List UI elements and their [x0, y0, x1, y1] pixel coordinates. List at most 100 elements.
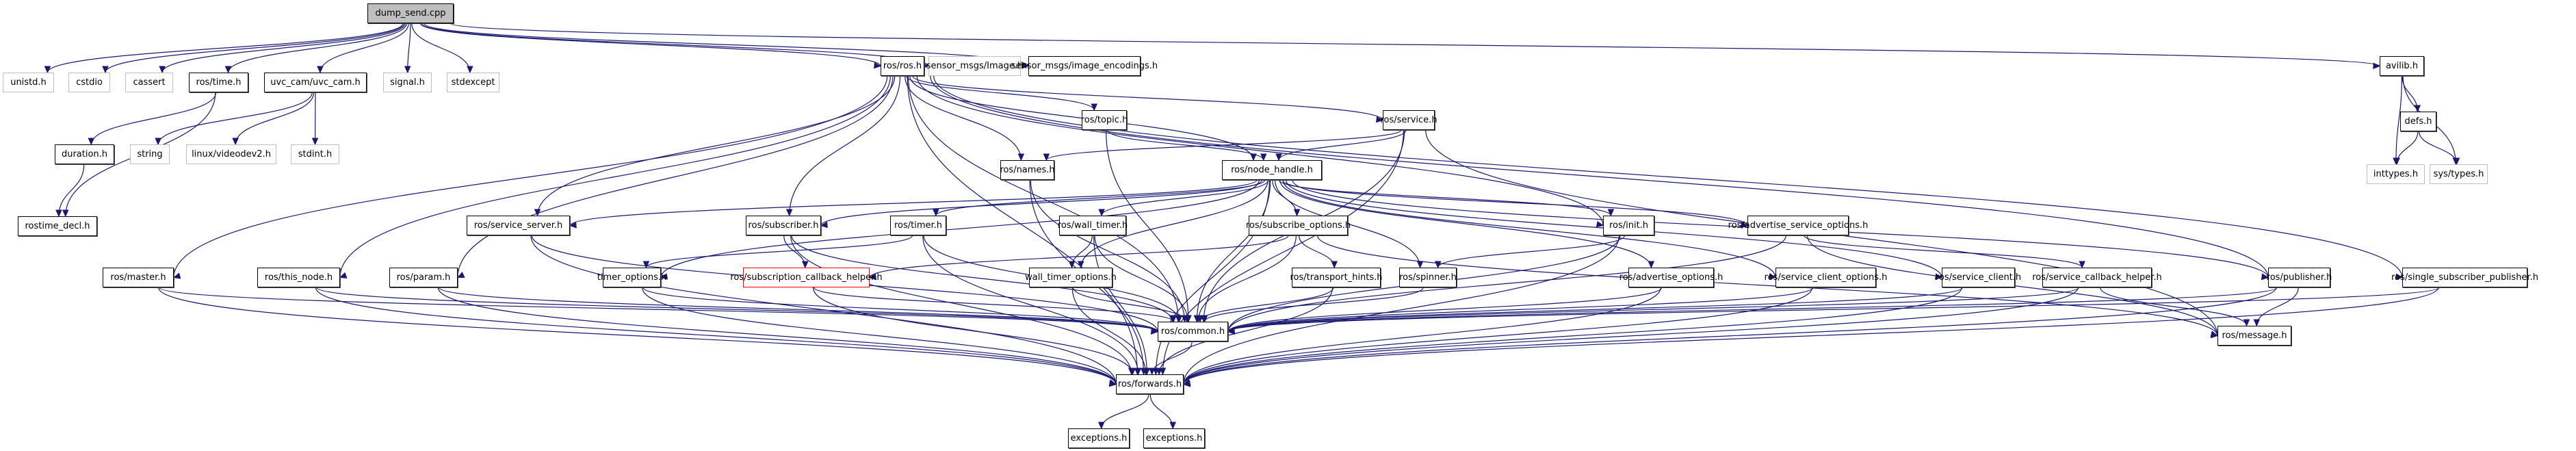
node-single-sub-pub[interactable]: ros/single_subscriber_publisher.h [2391, 268, 2538, 287]
node-exceptions1[interactable]: exceptions.h [1068, 428, 1130, 448]
node-spinner[interactable]: ros/spinner.h [1399, 268, 1457, 287]
edge-publisher-to-common [1227, 287, 2278, 333]
node-rostime-decl[interactable]: rostime_decl.h [18, 216, 97, 236]
edge-ros_ros-to-master [173, 75, 888, 278]
node-cstdio: cstdio [68, 73, 110, 92]
arrowhead [1017, 153, 1025, 162]
arrowhead [868, 273, 876, 281]
edge-ros_ros-to-param [457, 75, 894, 278]
edge-subscribe_options-to-common [1197, 235, 1297, 322]
node-label: ros/single_subscriber_publisher.h [2391, 272, 2538, 283]
arrowhead [1097, 422, 1105, 430]
node-publisher[interactable]: ros/publisher.h [2267, 268, 2332, 287]
arrowhead [55, 209, 62, 218]
node-ros-service[interactable]: ros/service.h [1380, 110, 1437, 130]
node-label: ros/this_node.h [264, 272, 333, 283]
edge-master-to-common [159, 287, 1158, 333]
arrowhead [404, 66, 411, 74]
arrowhead [1596, 220, 1604, 228]
arrowhead [1275, 153, 1282, 162]
edge-wall_timer-to-forwards [1093, 235, 1147, 375]
edge-wall_timer_options-to-forwards [1071, 287, 1147, 375]
node-forwards[interactable]: ros/forwards.h [1116, 374, 1184, 394]
arrowhead [339, 272, 348, 279]
node-ros-ros[interactable]: ros/ros.h [881, 56, 924, 76]
node-label: sensor_msgs/Image.h [926, 61, 1024, 71]
arrowhead [1182, 381, 1191, 387]
edge-node_handle-to-service_server [569, 179, 1258, 227]
node-timer[interactable]: ros/timer.h [890, 216, 946, 235]
edge-uvc_cam-to-string [157, 92, 313, 145]
node-label: unistd.h [10, 77, 47, 88]
arrowhead [317, 66, 324, 74]
node-avilib[interactable]: avilib.h [2380, 56, 2424, 76]
edge-advertise_options-to-common [1227, 287, 1663, 332]
edge-dump_send-to-stdexcept [411, 23, 471, 73]
edge-dump_send-to-avilib [450, 23, 2380, 67]
node-label: ros/wall_timer.h [1057, 220, 1128, 231]
node-wall-timer[interactable]: ros/wall_timer.h [1057, 216, 1128, 235]
node-stdexcept: stdexcept [447, 73, 499, 92]
edge-dump_send-to-sensor_image [421, 23, 929, 67]
arrowhead [62, 209, 69, 218]
node-message[interactable]: ros/message.h [2217, 326, 2291, 346]
node-subscribe-options[interactable]: ros/subscribe_options.h [1246, 216, 1351, 235]
arrowhead [1022, 62, 1030, 69]
node-init[interactable]: ros/init.h [1603, 216, 1654, 235]
edge-node_handle-to-subscriber [820, 179, 1263, 226]
edge-timer-to-timer_options [645, 235, 913, 268]
edge-ros_ros-to-init [916, 75, 1604, 226]
edge-publisher-to-forwards [1183, 287, 2277, 385]
node-inttypes: inttypes.h [2367, 164, 2425, 184]
node-sensor-enc[interactable]: sensor_msgs/image_encodings.h [1011, 56, 1158, 76]
node-timer-options[interactable]: timer_options.h [597, 268, 666, 287]
node-label: ros/subscriber.h [748, 220, 819, 231]
node-node-handle[interactable]: ros/node_handle.h [1222, 160, 1322, 180]
node-service-server[interactable]: ros/service_server.h [467, 216, 570, 235]
node-uvc-cam[interactable]: uvc_cam/uvc_cam.h [264, 73, 367, 92]
arrowhead [785, 209, 793, 217]
node-label: avilib.h [2385, 61, 2419, 71]
node-label: linux/videodev2.h [192, 149, 271, 159]
arrowhead [1648, 261, 1655, 269]
arrowhead [1142, 368, 1149, 376]
node-label: ros/advertise_service_options.h [1728, 220, 1869, 231]
node-label: ros/service_callback_helper.h [2032, 272, 2162, 283]
node-ros-topic[interactable]: ros/topic.h [1081, 110, 1128, 130]
node-label: ros/master.h [110, 272, 166, 283]
node-exceptions2[interactable]: exceptions.h [1143, 428, 1205, 448]
node-duration[interactable]: duration.h [55, 144, 114, 164]
arrowhead [159, 66, 166, 74]
node-sub-cb-helper[interactable]: ros/subscription_callback_helper.h [730, 268, 883, 287]
node-defs[interactable]: defs.h [2400, 112, 2436, 131]
arrowhead [1434, 261, 1442, 269]
node-common[interactable]: ros/common.h [1158, 322, 1228, 342]
node-label: ros/names.h [1000, 165, 1055, 175]
node-ros-time[interactable]: ros/time.h [189, 73, 248, 92]
arrowhead [569, 222, 577, 229]
node-ros-names[interactable]: ros/names.h [1000, 160, 1055, 180]
edge-ros_ros-to-common [907, 75, 1179, 322]
node-srv-client-opts[interactable]: ros/service_client_options.h [1765, 268, 1887, 287]
node-adv-srv-opts[interactable]: ros/advertise_service_options.h [1728, 216, 1868, 235]
arrowhead [802, 261, 809, 269]
edge-adv_srv_opts-to-srv_cb_helper [1804, 235, 2083, 268]
edge-dump_send-to-cassert [161, 23, 406, 73]
node-transport-hints[interactable]: ros/transport_hints.h [1290, 268, 1383, 287]
edge-subscriber-to-sub_cb_helper [783, 235, 806, 268]
edge-ros_ros-to-publisher [930, 75, 2269, 278]
node-srv-client[interactable]: ros/service_client.h [1936, 268, 2021, 287]
node-this-node[interactable]: ros/this_node.h [257, 268, 340, 287]
node-dump-send[interactable]: dump_send.cpp [367, 3, 454, 23]
node-wall-timer-options[interactable]: wall_timer_options.h [1025, 268, 1117, 287]
arrowhead [1169, 422, 1176, 430]
edge-node_handle-to-wall_timer_options [1080, 179, 1269, 268]
arrowhead [1260, 153, 1267, 162]
node-master[interactable]: ros/master.h [103, 268, 174, 287]
node-advertise-options[interactable]: ros/advertise_options.h [1619, 268, 1723, 287]
arrowhead [1068, 261, 1076, 269]
node-srv-cb-helper[interactable]: ros/service_callback_helper.h [2032, 268, 2162, 287]
node-param[interactable]: ros/param.h [389, 268, 458, 287]
node-subscriber[interactable]: ros/subscriber.h [746, 216, 821, 235]
edge-ros_service-to-ros_names [1045, 129, 1402, 161]
